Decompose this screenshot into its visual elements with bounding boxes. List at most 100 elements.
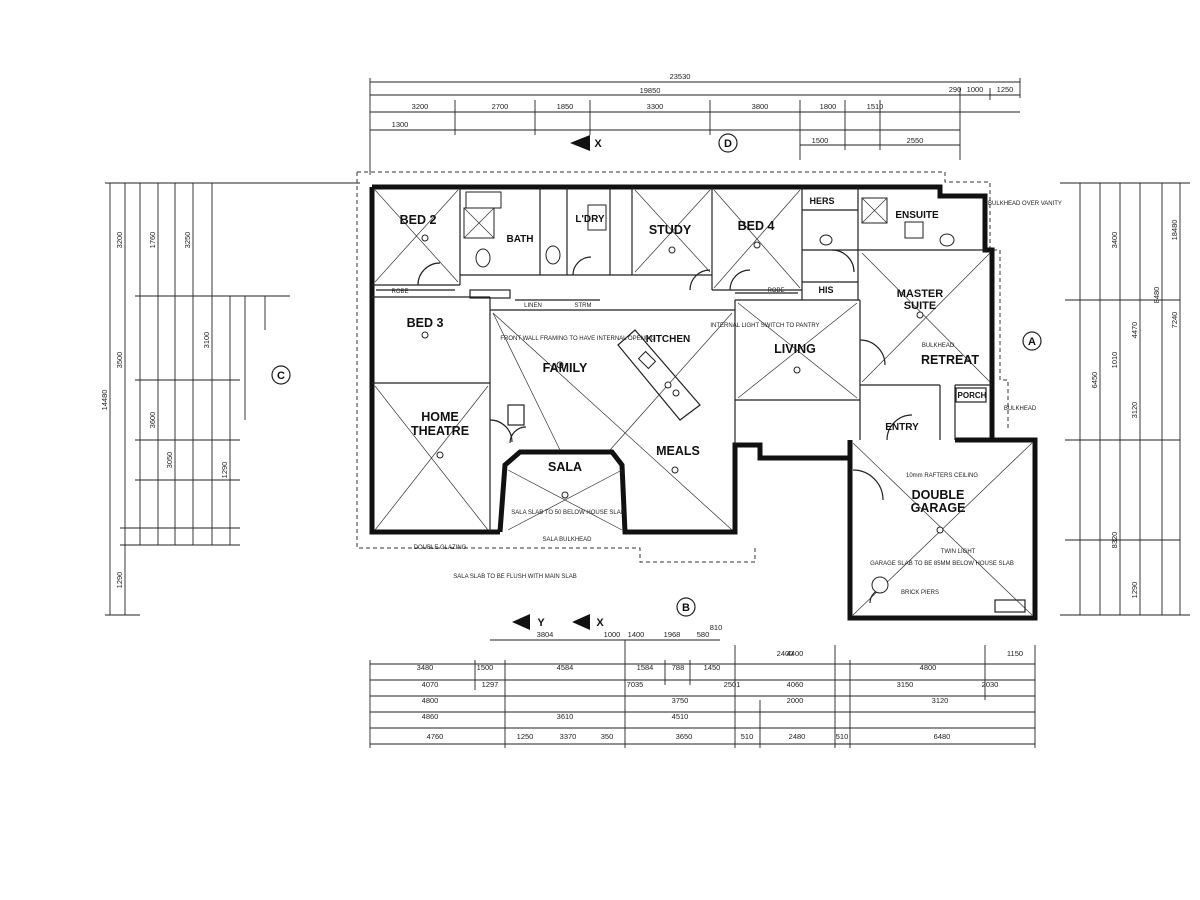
marker-c-label: C xyxy=(277,370,285,382)
dim-bottom-r1-3: 1968 xyxy=(664,630,681,639)
top-dimension-lines xyxy=(369,78,1021,175)
label-robe-1: ROBE xyxy=(391,289,408,295)
interior-walls xyxy=(372,187,992,532)
dim-bottom-r4-2: 4400 xyxy=(787,649,804,658)
dim-bottom-r1-2: 1400 xyxy=(628,630,645,639)
room-label-garage: GARAGE xyxy=(911,501,966,515)
dim-left-2: 1290 xyxy=(115,572,124,589)
label-robe-2: ROBE xyxy=(767,288,784,294)
marker-x-bottom-label: X xyxy=(596,617,604,629)
dim-right-6: 3120 xyxy=(1130,402,1139,419)
left-dimension-lines xyxy=(105,182,360,616)
label-garage-slab: GARAGE SLAB TO BE 85MM BELOW HOUSE SLAB xyxy=(870,561,1014,567)
marker-d-label: D xyxy=(724,138,732,150)
room-label-bed3: BED 3 xyxy=(407,316,444,330)
label-garage-rafters: 10mm RAFTERS CEILING xyxy=(906,473,978,479)
meter-box xyxy=(507,404,525,426)
room-label-ldry: L'DRY xyxy=(575,214,605,225)
dim-bottom-r5-1: 3610 xyxy=(557,712,574,721)
dim-bottom-r3-0: 4070 xyxy=(422,680,439,689)
marker-a-label: A xyxy=(1028,336,1036,348)
dim-bottom-r3-2: 7035 xyxy=(627,680,644,689)
dim-bottom-r2-3: 1584 xyxy=(637,663,654,672)
room-label-double: DOUBLE xyxy=(912,488,965,502)
dim-bottom-r6-1: 1250 xyxy=(517,732,534,741)
dim-right-8: 1290 xyxy=(1130,582,1139,599)
ceiling-diagonals xyxy=(374,189,1033,616)
garage-corner-box xyxy=(994,599,1026,613)
exterior-walls xyxy=(369,184,1038,621)
section-marker-d xyxy=(718,133,738,153)
dim-left-4: 3600 xyxy=(148,412,157,429)
label-sala-slab: SALA SLAB TO 50 BELOW HOUSE SLAB xyxy=(511,510,625,516)
dim-top-row4-2: 2550 xyxy=(907,136,924,145)
bathroom-fixtures xyxy=(463,191,955,268)
room-label-entry: ENTRY xyxy=(885,422,919,433)
dim-bottom-r6-7: 510 xyxy=(836,732,849,741)
dim-bottom-r6-2: 3370 xyxy=(560,732,577,741)
dim-top-2: 1850 xyxy=(557,102,574,111)
dim-bottom-r2-7: 4800 xyxy=(920,663,937,672)
dim-bottom-r3-1: 1297 xyxy=(482,680,499,689)
label-kitchen-note: INTERNAL LIGHT SWITCH TO PANTRY xyxy=(710,323,819,329)
dim-bottom-r5-0: 4860 xyxy=(422,712,439,721)
room-label-bath: BATH xyxy=(506,234,533,245)
dim-bottom-r3-4: 4060 xyxy=(787,680,804,689)
section-marker-a xyxy=(1022,331,1042,351)
dim-left-0: 3200 xyxy=(115,232,124,249)
right-dimension-lines xyxy=(1060,182,1190,616)
dim-bottom-r6-8: 6480 xyxy=(934,732,951,741)
porch-box xyxy=(955,387,987,403)
room-label-kitchen: KITCHEN xyxy=(646,334,690,345)
label-store: STRM xyxy=(575,303,592,309)
room-label-master-1: MASTER xyxy=(897,288,944,300)
room-label-his: HIS xyxy=(818,285,833,295)
dim-right-overall: 18480 xyxy=(1170,220,1179,241)
dim-left-6: 3250 xyxy=(183,232,192,249)
marker-b-label: B xyxy=(682,602,690,614)
dim-right-5: 6450 xyxy=(1090,372,1099,389)
room-label-porch: PORCH xyxy=(958,391,987,400)
label-sala-slab-note: SALA SLAB TO BE FLUSH WITH MAIN SLAB xyxy=(453,574,576,580)
room-label-meals: MEALS xyxy=(656,444,700,458)
dim-bottom-r2-2: 4584 xyxy=(557,663,574,672)
dim-top-4: 3800 xyxy=(752,102,769,111)
label-brick-piers: BRICK PIERS xyxy=(901,590,939,596)
dim-top-0: 3200 xyxy=(412,102,429,111)
room-label-retreat: RETREAT xyxy=(921,353,979,367)
dim-bottom-r5-2: 4510 xyxy=(672,712,689,721)
section-arrow-y xyxy=(512,614,530,630)
dim-top-right-1: 1000 xyxy=(967,85,984,94)
dim-top-6: 1510 xyxy=(867,102,884,111)
dim-left-7: 3100 xyxy=(202,332,211,349)
room-label-living: LIVING xyxy=(774,342,816,356)
dim-bottom-r2-0: 3480 xyxy=(417,663,434,672)
room-label-master-2: SUITE xyxy=(904,300,936,312)
dim-right-1: 7240 xyxy=(1170,312,1179,329)
dim-left-1: 3500 xyxy=(115,352,124,369)
label-garage-light: TWIN LIGHT xyxy=(941,549,976,555)
room-label-study: STUDY xyxy=(649,223,692,237)
dim-top-right-2: 1250 xyxy=(997,85,1014,94)
dim-bottom-r2-1: 1500 xyxy=(477,663,494,672)
label-linen: LINEN xyxy=(524,303,542,309)
dim-bottom-r1-1: 1000 xyxy=(604,630,621,639)
dim-top-3: 3300 xyxy=(647,102,664,111)
dim-bottom-r6-4: 3650 xyxy=(676,732,693,741)
bottom-dimension-lines xyxy=(369,639,1036,748)
dim-bottom-r4-0: 4800 xyxy=(422,696,439,705)
light-points xyxy=(421,234,944,594)
section-arrow-x-bottom xyxy=(572,614,590,630)
label-family-note: FRONT WALL FRAMING TO HAVE INTERNAL OPEN… xyxy=(500,336,656,342)
dim-bottom-r6-6: 2480 xyxy=(789,732,806,741)
dim-bottom-r6-3: 350 xyxy=(601,732,614,741)
dim-bottom-r1-4: 580 xyxy=(697,630,710,639)
marker-x-top-label: X xyxy=(594,138,602,150)
dim-bottom-r2-5: 1450 xyxy=(704,663,721,672)
dim-top-right-0: 290 xyxy=(949,85,962,94)
dim-right-7: 8320 xyxy=(1110,532,1119,549)
kitchen-island xyxy=(617,329,701,421)
section-marker-b xyxy=(676,597,696,617)
room-label-ensuite: ENSUITE xyxy=(895,210,939,221)
dim-bottom-r3-3: 2501 xyxy=(724,680,741,689)
